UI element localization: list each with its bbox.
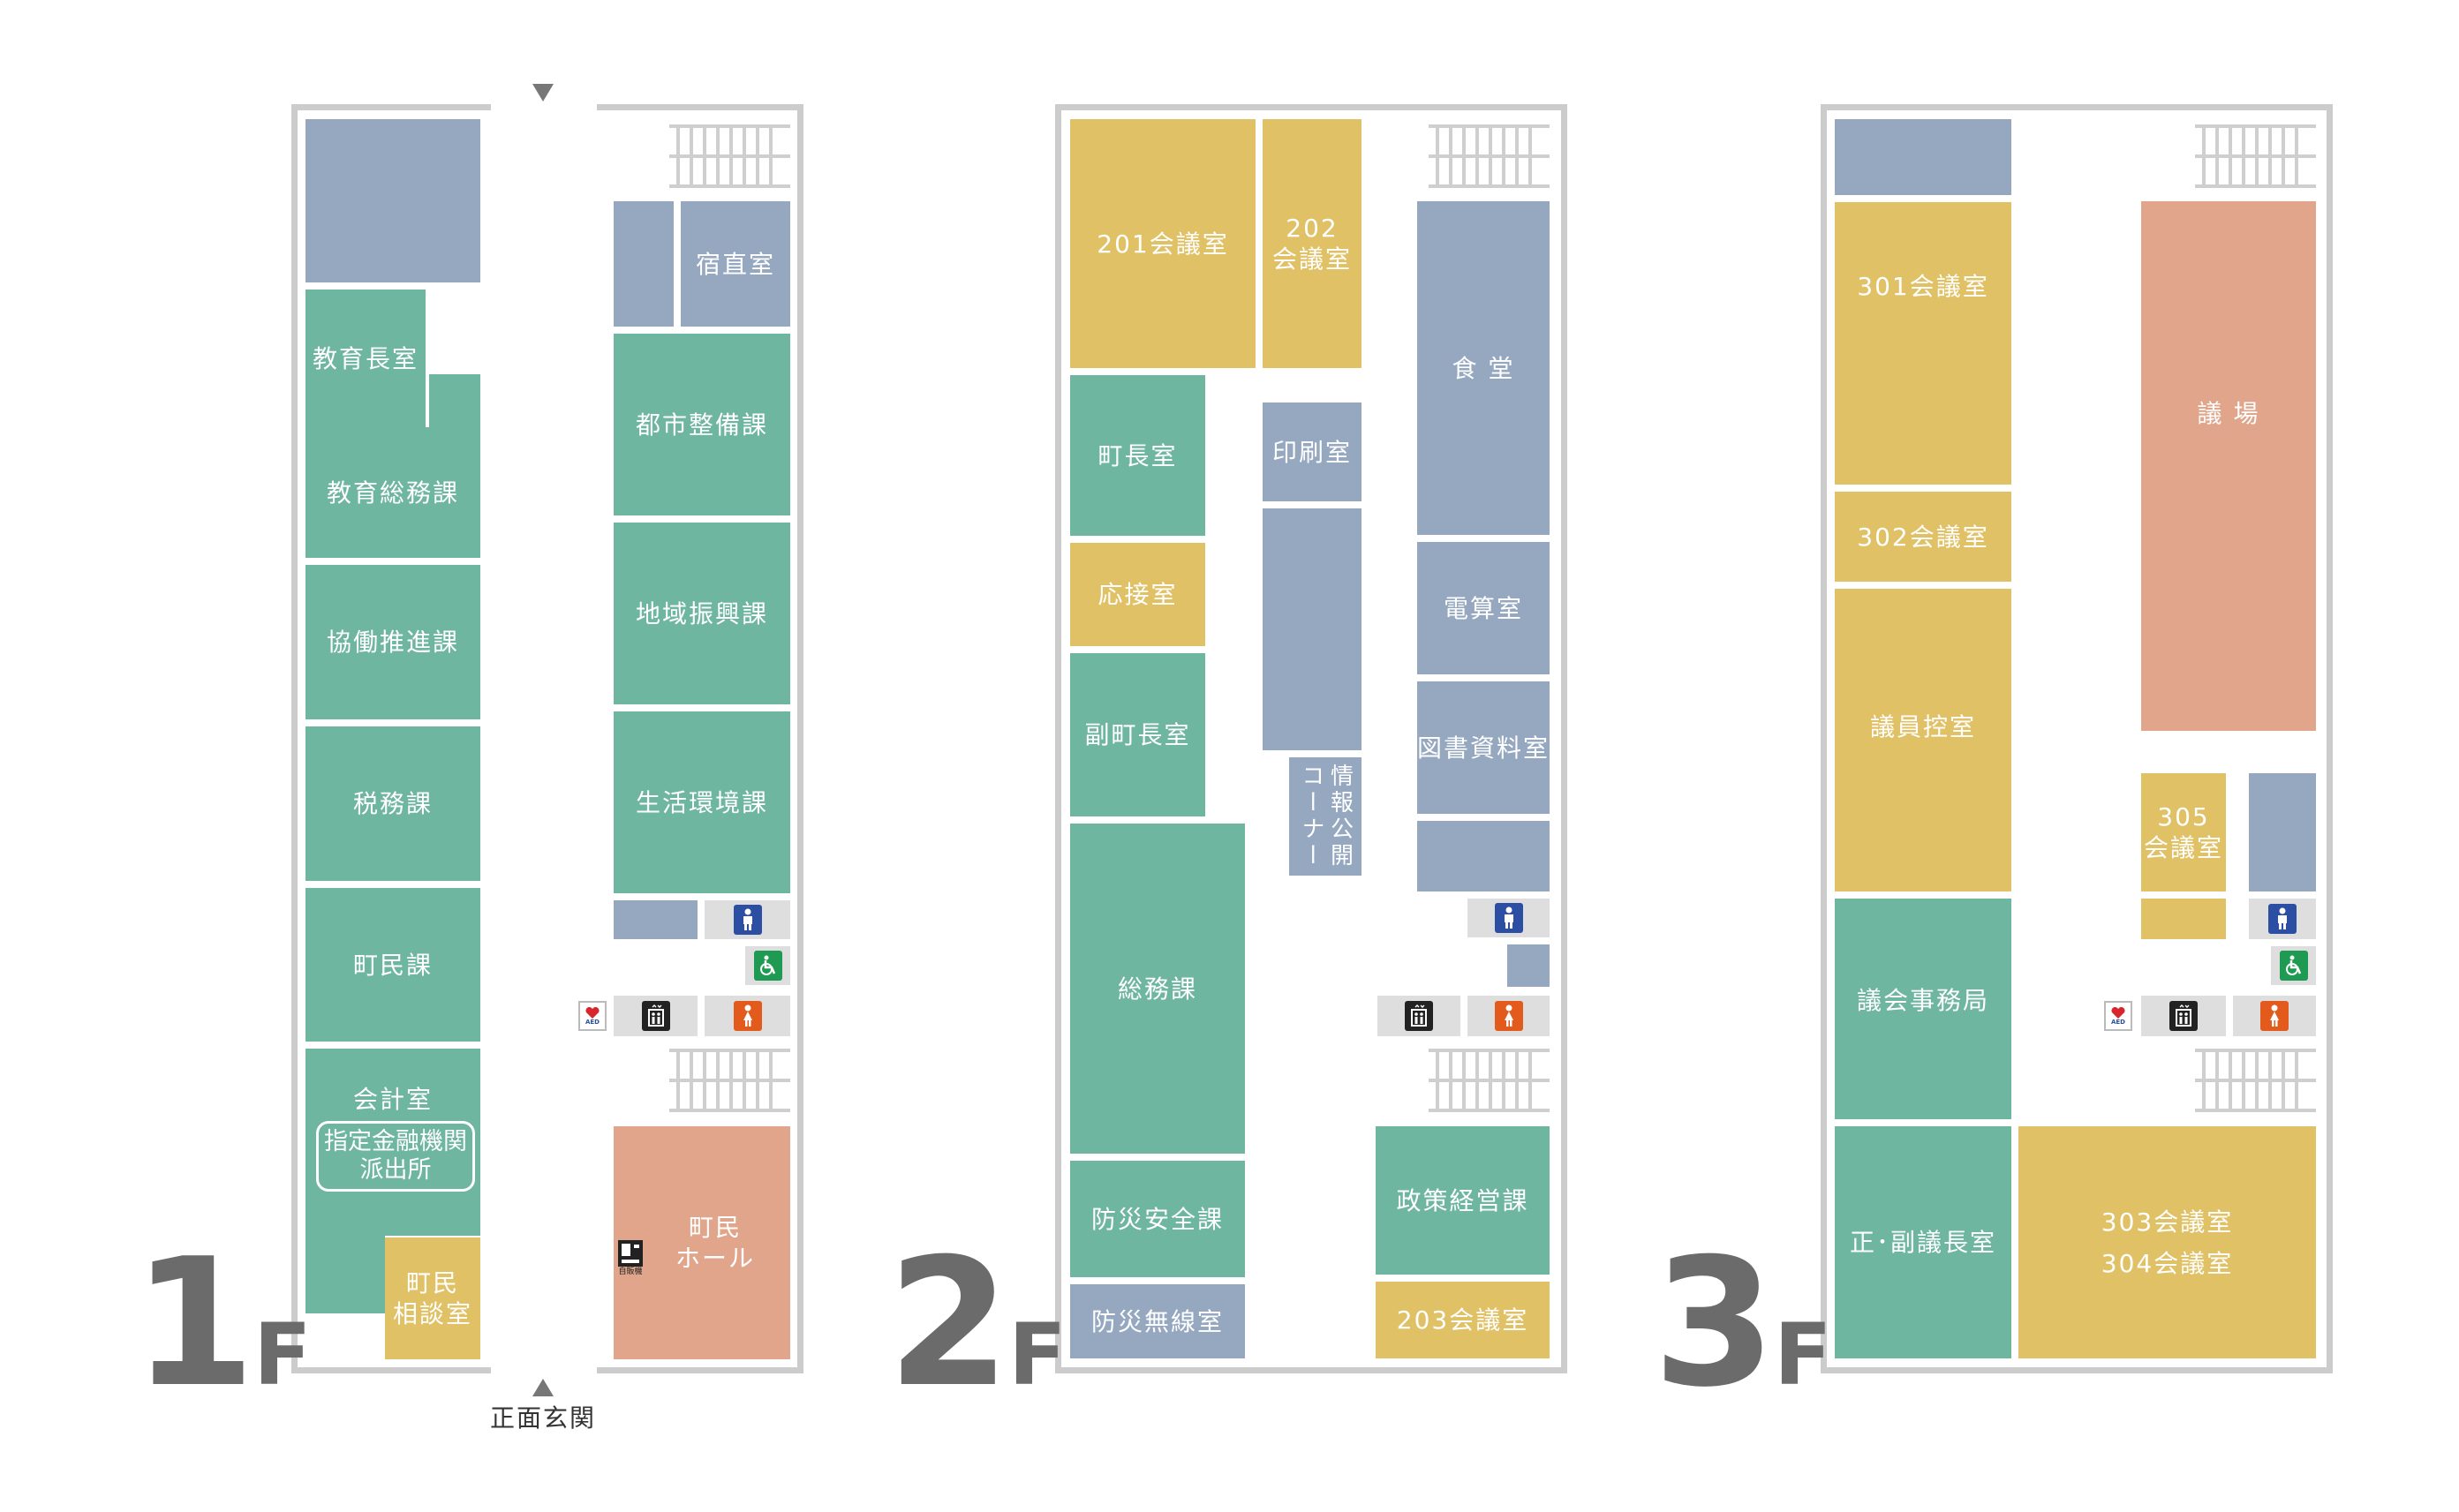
f1-blue-strip	[614, 900, 698, 939]
f3-blue-right	[2249, 773, 2316, 891]
f3-blue-top	[1835, 119, 2011, 195]
female-toilet-icon	[733, 1001, 762, 1031]
f1-stairs-top	[669, 119, 790, 193]
male-toilet-icon	[2268, 904, 2297, 934]
f1-shukuchoku: 宿直室	[681, 201, 790, 327]
f3-gichou: 正･副議長室	[1835, 1126, 2011, 1358]
f1-small-blue	[614, 201, 674, 327]
elevator-icon	[2169, 1001, 2198, 1031]
f1-vending: 自販機	[615, 1239, 646, 1280]
f2-tosho: 図書資料室	[1417, 681, 1550, 814]
accessible-toilet-icon	[753, 951, 782, 981]
f2-bousai-anzen: 防災安全課	[1070, 1161, 1245, 1277]
f2-shokudo: 食 堂	[1417, 201, 1550, 535]
f3-r303-304: 303会議室 304会議室	[2018, 1126, 2316, 1358]
f1-kaikei-lower	[305, 1236, 337, 1313]
f1-hall: 町民 ホール	[614, 1126, 790, 1359]
f1-chomin: 町民課	[305, 888, 480, 1042]
entrance-arrow-top	[532, 84, 554, 102]
f3-r301: 301会議室	[1835, 202, 2011, 485]
f3-r303: 303会議室	[2101, 1207, 2234, 1237]
floor-label-1f: 1F	[132, 1221, 312, 1426]
f1-elevator	[614, 996, 698, 1036]
f3-stairs-top	[2195, 124, 2316, 188]
floor-label-3f: 3F	[1653, 1221, 1832, 1426]
f3-gijo: 議 場	[2141, 201, 2316, 731]
f2-fuku: 副町長室	[1070, 653, 1205, 816]
f2-r203: 203会議室	[1376, 1282, 1550, 1358]
entrance-gap-bottom	[491, 1365, 597, 1375]
f1-seikatsu: 生活環境課	[614, 711, 790, 893]
f3-accessible-toilet	[2271, 946, 2316, 985]
f2-female-toilet	[1467, 996, 1550, 1036]
entrance-gap-top	[491, 102, 597, 112]
f2-stairs-top	[1429, 124, 1550, 188]
female-toilet-icon	[2260, 1001, 2289, 1031]
f2-johokoukai: 情報公開 コーナー	[1289, 757, 1362, 876]
f2-soumu: 総務課	[1070, 824, 1245, 1154]
entrance-label: 正面玄関	[489, 1403, 596, 1433]
f3-aed: AED	[2104, 1001, 2132, 1031]
vending-machine-icon	[618, 1240, 643, 1267]
f2-bousai-musen: 防災無線室	[1070, 1284, 1245, 1358]
f2-osetsu: 応接室	[1070, 543, 1205, 646]
f2-insatsu: 印刷室	[1263, 402, 1362, 501]
f3-r305: 305 会議室	[2141, 773, 2226, 891]
f2-stairs-bottom	[1429, 1049, 1550, 1112]
f2-r202: 202 会議室	[1263, 119, 1362, 368]
f1-kyodo: 協働推進課	[305, 565, 480, 719]
aed-icon	[2111, 1006, 2125, 1019]
f2-male-toilet	[1467, 899, 1550, 937]
female-toilet-icon	[1494, 1001, 1523, 1031]
male-toilet-icon	[733, 905, 762, 935]
f1-female-toilet	[705, 996, 790, 1036]
f2-chouchou: 町長室	[1070, 375, 1205, 536]
f2-blue-column	[1263, 508, 1362, 750]
f1-stairs-bottom	[669, 1049, 790, 1112]
accessible-toilet-icon	[2279, 951, 2308, 981]
f2-seisaku: 政策経営課	[1376, 1126, 1550, 1275]
f2-densan: 電算室	[1417, 542, 1550, 674]
entrance-arrow-bottom	[532, 1379, 554, 1396]
f3-r304: 304会議室	[2101, 1248, 2234, 1278]
f1-kaikei: 会計室	[352, 1085, 433, 1114]
f1-zeimu: 税務課	[305, 726, 480, 881]
f3-elevator	[2141, 996, 2226, 1036]
f3-r302: 302会議室	[1835, 492, 2011, 582]
f1-storage-top-left	[305, 119, 480, 282]
f3-jimukyoku: 議会事務局	[1835, 899, 2011, 1119]
f1-male-toilet	[705, 900, 790, 939]
male-toilet-icon	[1494, 903, 1523, 933]
f1-kyoiku-chou: 教育長室	[305, 290, 426, 427]
f3-female-toilet	[2233, 996, 2316, 1036]
floor-label-2f: 2F	[887, 1221, 1067, 1426]
f2-elevator	[1377, 996, 1460, 1036]
f3-stairs-bottom	[2195, 1049, 2316, 1112]
f3-yellow-small	[2141, 899, 2226, 939]
elevator-icon	[641, 1001, 670, 1031]
f1-toshi: 都市整備課	[614, 334, 790, 515]
f2-blue-small	[1417, 821, 1550, 891]
f3-giin-hikae: 議員控室	[1835, 589, 2011, 891]
aed-icon	[585, 1006, 600, 1019]
f1-aed: AED	[578, 1001, 607, 1031]
f2-r201: 201会議室	[1070, 119, 1256, 368]
f1-shitei: 指定金融機関 派出所	[316, 1121, 475, 1192]
f2-blue-tiny	[1507, 944, 1550, 987]
f1-chiiki: 地域振興課	[614, 523, 790, 704]
f1-accessible-toilet	[745, 946, 790, 985]
f3-male-toilet	[2249, 899, 2316, 939]
elevator-icon	[1405, 1001, 1433, 1031]
f1-chomin-sodan: 町民 相談室	[385, 1237, 480, 1359]
